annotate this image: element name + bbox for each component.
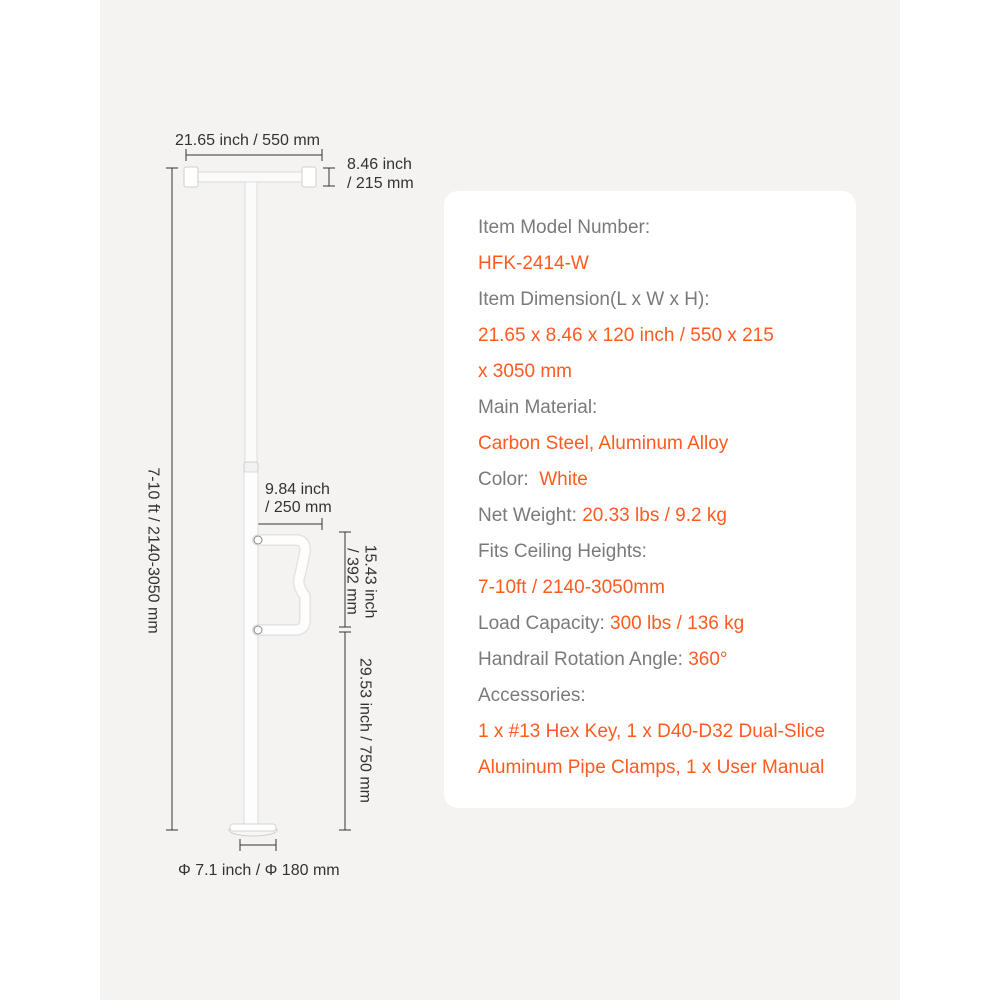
load-value: 300 lbs / 136 kg: [610, 613, 745, 634]
weight-value: 20.33 lbs / 9.2 kg: [582, 505, 727, 526]
accessories-value-line2: Aluminum Pipe Clamps, 1 x User Manual: [478, 757, 825, 778]
load-label: Load Capacity:: [478, 613, 605, 634]
top-depth-label-line2: / 215 mm: [347, 175, 414, 192]
weight-label: Net Weight:: [478, 505, 577, 526]
load-row: Load Capacity: 300 lbs / 136 kg: [478, 606, 848, 642]
rotation-value: 360°: [688, 649, 728, 670]
color-value: White: [539, 469, 588, 490]
ceiling-value: 7-10ft / 2140-3050mm: [478, 577, 665, 598]
rotation-label: Handrail Rotation Angle:: [478, 649, 683, 670]
ceiling-label: Fits Ceiling Heights:: [478, 541, 647, 562]
accessories-label: Accessories:: [478, 685, 586, 706]
top-width-label: 21.65 inch / 550 mm: [175, 132, 320, 149]
base-diameter-label: Φ 7.1 inch / Φ 180 mm: [178, 862, 340, 879]
handrail-width-label-line2: / 250 mm: [265, 499, 332, 516]
spec-list: Item Model Number: HFK-2414-W Item Dimen…: [478, 210, 848, 786]
dimension-label: Item Dimension(L x W x H):: [478, 289, 710, 310]
top-depth-label-line1: 8.46 inch: [347, 156, 412, 173]
handrail-width-label-line1: 9.84 inch: [265, 481, 330, 498]
handrail-height-label-line2: / 392 mm: [343, 548, 361, 615]
color-label: Color:: [478, 469, 529, 490]
handrail-base-height-label: 29.53 inch / 750 mm: [356, 658, 374, 803]
material-value: Carbon Steel, Aluminum Alloy: [478, 433, 729, 454]
pole: [183, 166, 317, 837]
weight-row: Net Weight: 20.33 lbs / 9.2 kg: [478, 498, 848, 534]
accessories-value-line1: 1 x #13 Hex Key, 1 x D40-D32 Dual-Slice: [478, 721, 826, 742]
dimension-value-line1: 21.65 x 8.46 x 120 inch / 550 x 215: [478, 325, 774, 346]
model-value: HFK-2414-W: [478, 253, 589, 274]
spec-card: [444, 191, 856, 808]
model-label: Item Model Number:: [478, 217, 651, 238]
total-height-label: 7-10 ft / 2140-3050 mm: [144, 467, 162, 634]
handrail-height-label-line1: 15.43 inch: [361, 544, 379, 619]
rotation-row: Handrail Rotation Angle: 360°: [478, 642, 848, 678]
color-row: Color: White: [478, 462, 848, 498]
dimension-value-line2: x 3050 mm: [478, 361, 572, 382]
material-label: Main Material:: [478, 397, 598, 418]
